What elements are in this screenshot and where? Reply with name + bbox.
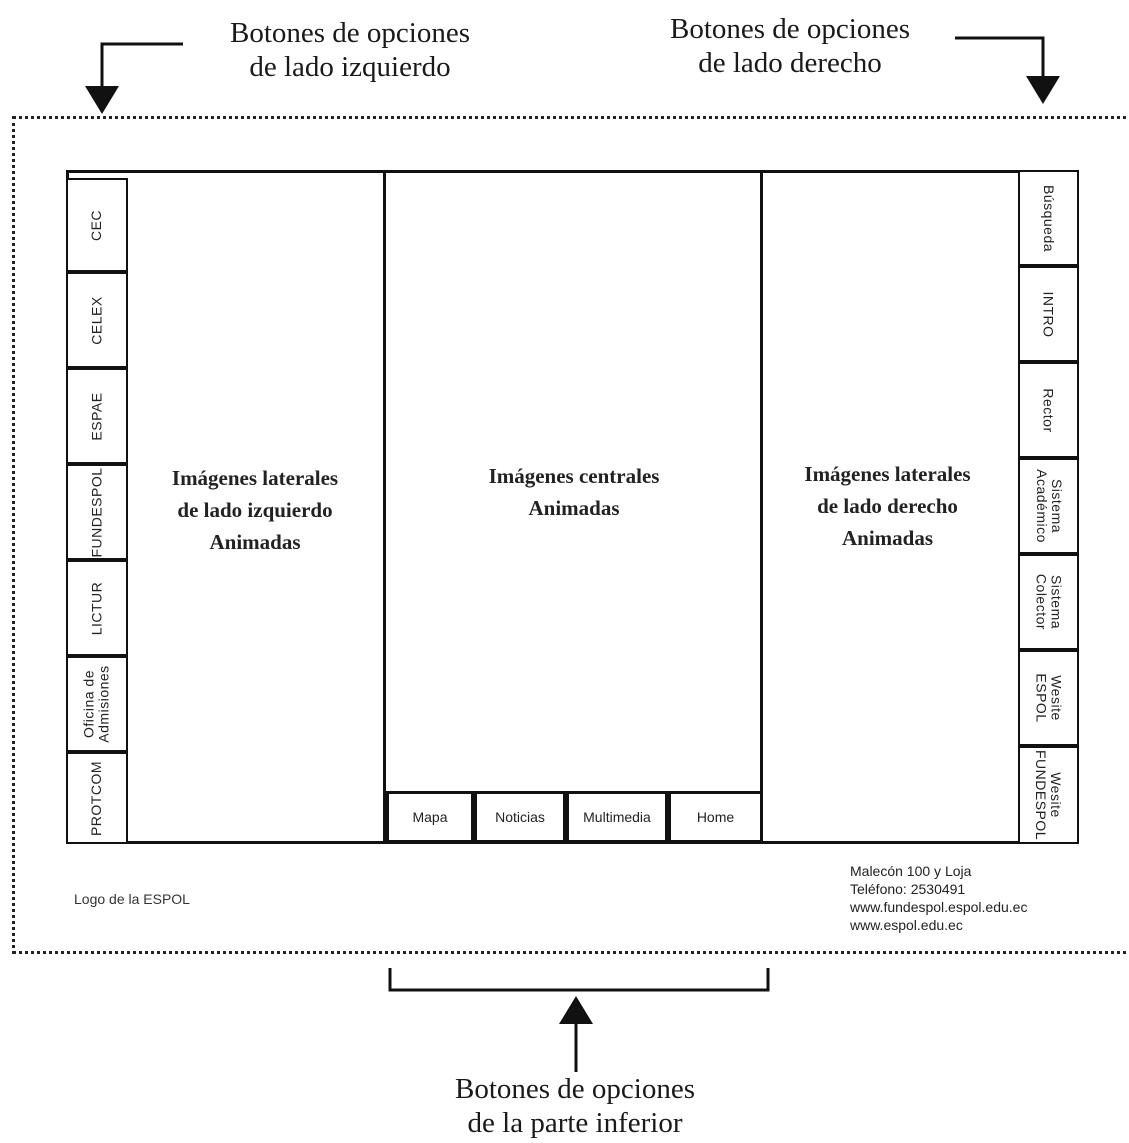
button-label: CEC	[88, 209, 105, 241]
bracket-bottom-buttons	[388, 968, 770, 1072]
right-button-wesite-fundespol[interactable]: Wesite FUNDESPOL	[1018, 746, 1079, 844]
right-button-rector[interactable]: Rector	[1018, 362, 1079, 458]
annotation-line: Botones de opciones	[669, 13, 910, 45]
left-button-column: CEC CELEX ESPAE FUNDESPOL LICTUR Oficina…	[66, 170, 128, 844]
divider-center-right	[760, 170, 763, 844]
right-button-intro[interactable]: INTRO	[1018, 266, 1079, 362]
button-label: ESPAE	[88, 391, 105, 441]
page-frame	[12, 116, 1129, 954]
arrow-right-buttons	[955, 36, 1045, 78]
bottom-button-home[interactable]: Home	[668, 791, 763, 843]
divider-left-center	[383, 170, 386, 844]
panel-title-line: Animadas	[209, 530, 301, 554]
button-label: Wesite FUNDESPOL	[1033, 749, 1065, 841]
bottom-button-multimedia[interactable]: Multimedia	[566, 791, 668, 843]
right-button-sistema-academico[interactable]: Sistema Académico	[1018, 458, 1079, 554]
button-label: INTRO	[1041, 290, 1057, 338]
panel-title-line: Imágenes laterales	[171, 466, 339, 490]
center-panel-title: Imágenes centrales Animadas	[390, 460, 758, 524]
panel-title-line: Imágenes laterales	[804, 462, 971, 486]
annotation-line: de la parte inferior	[467, 1107, 683, 1139]
annotation-right-buttons: Botones de opciones de lado derecho	[640, 12, 940, 80]
right-button-column: Búsqueda INTRO Rector Sistema Académico …	[1018, 170, 1079, 844]
left-button-lictur[interactable]: LICTUR	[66, 560, 128, 656]
button-label: Oficina de Admisiones	[81, 665, 112, 743]
panel-title-line: de lado izquierdo	[177, 498, 333, 522]
annotation-line: de lado derecho	[698, 47, 882, 79]
arrow-left-buttons	[100, 42, 183, 88]
arrowhead-right-icon	[1026, 76, 1060, 104]
button-label: Wesite ESPOL	[1033, 673, 1065, 723]
contact-web-espol[interactable]: www.espol.edu.ec	[850, 917, 963, 933]
button-label: PROTCOM	[88, 760, 105, 836]
annotation-line: de lado izquierdo	[249, 51, 451, 83]
button-label: Búsqueda	[1041, 184, 1057, 252]
arrowhead-up-icon	[559, 996, 593, 1024]
panel-title-line: Animadas	[841, 526, 934, 550]
left-button-celex[interactable]: CELEX	[66, 272, 128, 368]
panel-title-line: de lado derecho	[817, 494, 958, 518]
bottom-button-mapa[interactable]: Mapa	[386, 791, 474, 843]
annotation-line: Botones de opciones	[229, 17, 470, 49]
right-button-busqueda[interactable]: Búsqueda	[1018, 170, 1079, 266]
left-button-protcom[interactable]: PROTCOM	[66, 752, 128, 844]
button-label: Sistema Colector	[1033, 573, 1065, 631]
annotation-line: Botones de opciones	[454, 1073, 695, 1105]
left-button-fundespol[interactable]: FUNDESPOL	[66, 464, 128, 560]
left-button-cec[interactable]: CEC	[66, 178, 128, 272]
right-panel-title: Imágenes laterales de lado derecho Anima…	[765, 458, 1010, 554]
button-label: FUNDESPOL	[88, 466, 105, 558]
button-label: LICTUR	[88, 581, 105, 635]
contact-address: Malecón 100 y Loja	[850, 863, 972, 879]
button-label: Sistema Académico	[1033, 469, 1065, 543]
left-panel-title: Imágenes laterales de lado izquierdo Ani…	[135, 462, 375, 558]
left-button-oficina-admisiones[interactable]: Oficina de Admisiones	[66, 656, 128, 752]
contact-info: Malecón 100 y Loja Teléfono: 2530491 www…	[850, 862, 1027, 934]
annotation-bottom-buttons: Botones de opciones de la parte inferior	[425, 1072, 725, 1140]
button-label: Rector	[1040, 387, 1057, 433]
bottom-button-noticias[interactable]: Noticias	[474, 791, 566, 843]
espol-logo: Logo de la ESPOL	[74, 891, 190, 907]
panel-title-line: Animadas	[528, 496, 620, 520]
right-button-sistema-colector[interactable]: Sistema Colector	[1018, 554, 1079, 650]
right-button-wesite-espol[interactable]: Wesite ESPOL	[1018, 650, 1079, 746]
panel-title-line: Imágenes centrales	[488, 464, 660, 488]
arrowhead-left-icon	[85, 86, 119, 114]
contact-phone: Teléfono: 2530491	[850, 881, 966, 897]
contact-web-fundespol[interactable]: www.fundespol.espol.edu.ec	[850, 899, 1028, 915]
annotation-left-buttons: Botones de opciones de lado izquierdo	[200, 16, 500, 84]
button-label: CELEX	[88, 295, 105, 345]
left-button-espae[interactable]: ESPAE	[66, 368, 128, 464]
